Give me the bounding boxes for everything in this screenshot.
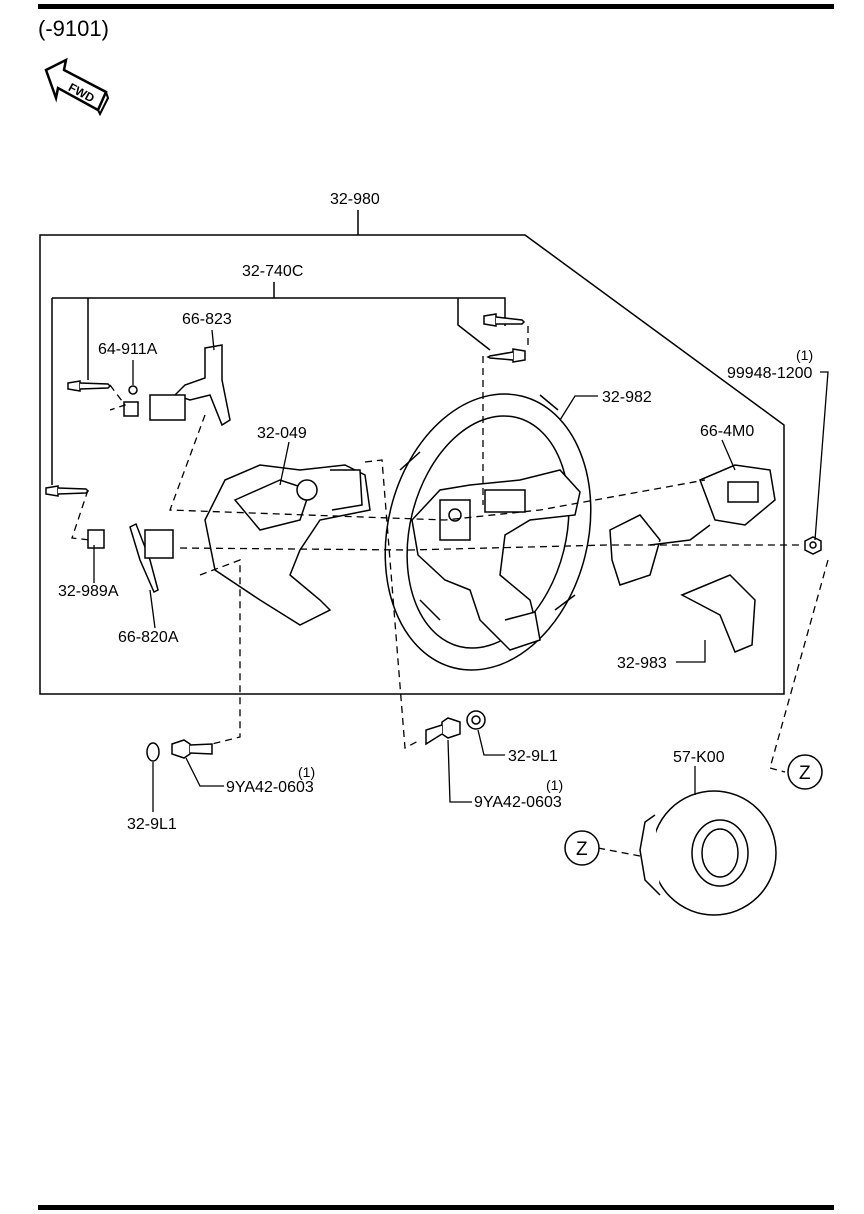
label-32-049: 32-049 [257, 425, 307, 442]
label-32-980: 32-980 [330, 191, 380, 208]
ref-z-left: Z [564, 830, 600, 866]
svg-text:Z: Z [576, 839, 588, 860]
leader-lines [93, 329, 829, 812]
label-32-9L1-right: 32-9L1 [508, 748, 558, 765]
steering-wheel-hub [411, 469, 581, 651]
label-66-4M0: 66-4M0 [700, 423, 754, 440]
label-32-9L1-left: 32-9L1 [127, 816, 177, 833]
airbag-module [639, 790, 777, 916]
label-57-K00: 57-K00 [673, 749, 725, 766]
connector-lines [71, 326, 829, 857]
switch-assembly [609, 464, 776, 586]
label-32-983: 32-983 [617, 655, 667, 672]
label-32-740C: 32-740C [242, 263, 303, 280]
assembly-box [39, 234, 785, 695]
label-9YA42-right-qty: (1) [546, 777, 563, 793]
label-32-982: 32-982 [602, 389, 652, 406]
label-9YA42-right: 9YA42-0603 [474, 794, 562, 811]
paddle-switch-upper [123, 385, 186, 421]
paddle-shifter-left [87, 522, 174, 594]
cap-right [466, 710, 486, 730]
label-99948-1200-qty: (1) [796, 347, 813, 363]
nut-icon [804, 536, 822, 555]
label-66-823: 66-823 [182, 311, 232, 328]
label-32-989A: 32-989A [58, 583, 119, 600]
top-rule [38, 4, 834, 9]
label-64-911A: 64-911A [98, 341, 158, 358]
label-9YA42-left-qty: (1) [298, 764, 315, 780]
label-99948-1200: 99948-1200 [727, 365, 813, 382]
paddle-shifter-right [173, 344, 231, 427]
spoke-cover [680, 574, 756, 653]
ref-z-right: Z [787, 754, 823, 790]
bottom-rule [38, 1205, 834, 1210]
bolt-icon [171, 717, 461, 759]
cap-left [146, 742, 160, 762]
label-66-820A: 66-820A [118, 629, 179, 646]
subassembly-bracket [51, 297, 506, 485]
fwd-arrow-icon: FWD [44, 57, 110, 117]
label-9YA42-left: 9YA42-0603 [226, 779, 314, 796]
screw-icon [45, 313, 526, 497]
steering-wheel-ring [384, 393, 592, 671]
svg-text:Z: Z [799, 763, 811, 784]
model-code: (-9101) [38, 16, 109, 41]
rear-cover [204, 464, 371, 626]
